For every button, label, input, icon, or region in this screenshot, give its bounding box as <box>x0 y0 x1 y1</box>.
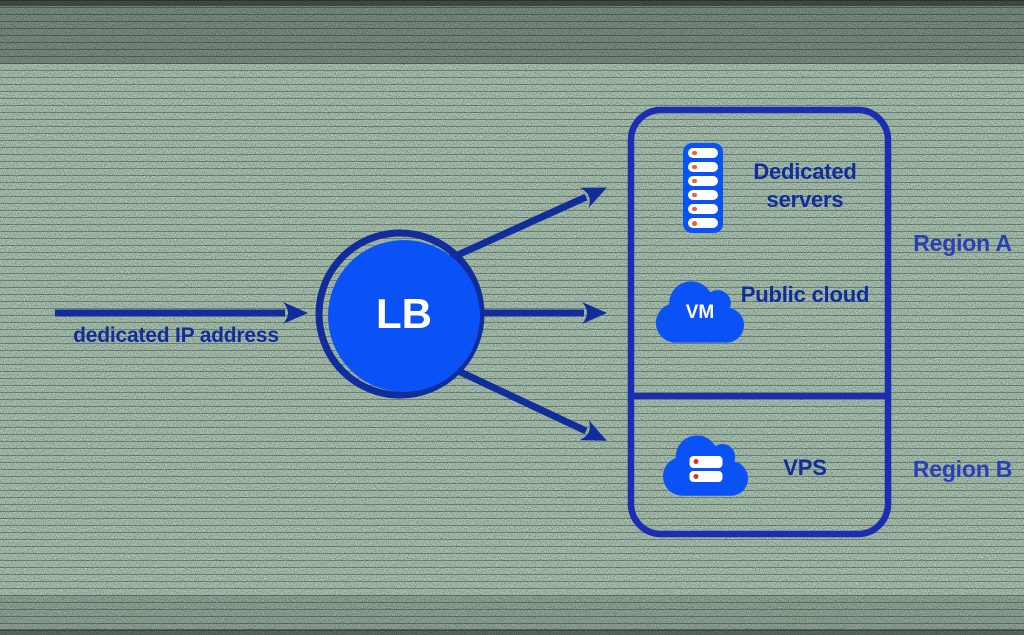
server-led-icon <box>692 192 697 198</box>
vps-label: VPS <box>783 455 827 480</box>
region-a-label: Region A <box>913 230 1012 256</box>
cloud-server-icon <box>663 431 748 500</box>
lb-label: LB <box>376 290 432 337</box>
server-led-icon <box>692 178 697 184</box>
server-led-icon <box>692 206 697 212</box>
server-rack-icon <box>683 143 723 233</box>
incoming-label: dedicated IP address <box>73 324 279 347</box>
server-led-icon <box>693 459 698 465</box>
server-row <box>688 176 718 186</box>
server-row <box>689 470 722 482</box>
server-row <box>689 456 722 468</box>
server-row <box>688 190 718 200</box>
public-cloud-label: Public cloud <box>740 282 870 307</box>
server-led-icon <box>693 473 698 479</box>
region-b-label: Region B <box>912 456 1013 482</box>
server-row <box>688 218 718 228</box>
cloud-vm-icon: VM <box>656 277 744 347</box>
server-led-icon <box>692 164 697 170</box>
server-led-icon <box>692 220 697 226</box>
server-row <box>688 148 718 158</box>
dedicated-servers-label: Dedicated servers <box>753 159 857 212</box>
server-row <box>688 162 718 172</box>
vm-badge: VM <box>685 302 715 323</box>
vps-server-bars <box>689 456 722 482</box>
server-led-icon <box>692 150 697 156</box>
server-row <box>688 204 718 214</box>
